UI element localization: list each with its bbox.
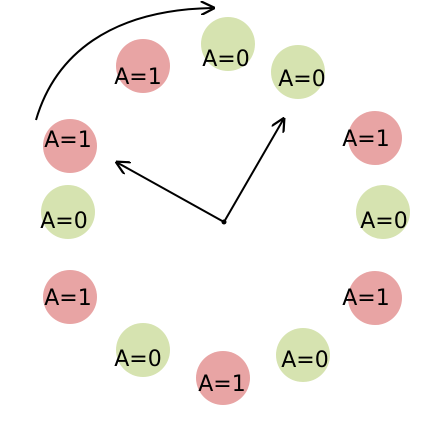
state-node-label: A=0 [278,67,325,92]
state-node-circle [276,328,330,382]
state-node-label: A=0 [40,209,87,234]
state-node-label: A=0 [202,47,249,72]
arrow-center-to-left [118,163,225,223]
state-node-circle [271,45,325,99]
state-node-label: A=1 [342,286,389,311]
state-node-label: A=1 [44,286,91,311]
state-node-n11: A=0 [40,185,95,239]
center-dot [221,219,227,225]
state-node-n8: A=1 [196,351,250,405]
state-node-circle [43,270,97,324]
state-node-label: A=0 [114,347,161,372]
state-node-circle [43,119,97,173]
state-node-n4: A=1 [342,111,402,165]
state-node-circle [116,39,170,93]
nodes-layer: A=1A=0A=0A=1A=0A=1A=0A=1A=0A=1A=0A=1 [40,17,410,405]
state-node-circle [201,17,255,71]
state-node-label: A=1 [44,128,91,153]
state-node-n9: A=0 [114,323,170,377]
state-node-label: A=0 [281,348,328,373]
state-node-n3: A=0 [271,45,326,99]
state-node-circle [356,185,410,239]
state-node-label: A=1 [114,65,161,90]
arrow-curved-top [35,8,212,121]
state-node-circle [348,111,402,165]
state-node-circle [196,351,250,405]
state-node-n2: A=0 [201,17,255,72]
state-node-n5: A=0 [356,185,410,239]
state-node-n1: A=1 [114,39,170,93]
state-node-n6: A=1 [342,271,402,325]
state-node-n10: A=1 [43,270,97,324]
state-node-n12: A=1 [43,119,97,173]
state-node-label: A=1 [342,127,389,152]
state-node-circle [116,323,170,377]
state-node-circle [41,185,95,239]
state-node-label: A=0 [360,209,407,234]
state-node-label: A=1 [198,372,245,397]
arrow-center-to-upper-right [223,120,283,223]
state-node-n7: A=0 [276,328,330,382]
state-node-circle [348,271,402,325]
